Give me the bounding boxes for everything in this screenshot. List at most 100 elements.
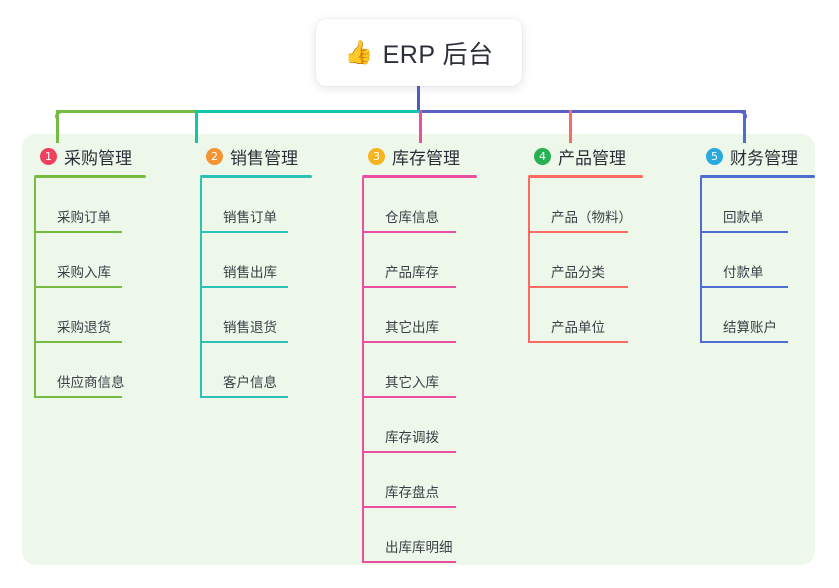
tree-item[interactable]: 库存调拨 — [362, 398, 522, 453]
tree-item[interactable]: 其它入库 — [362, 343, 522, 398]
connector-drop-5 — [743, 110, 746, 143]
connector-bar-segment-1 — [56, 110, 195, 113]
column-badge-number-icon: 5 — [706, 147, 723, 165]
column-title: 采购管理 — [64, 148, 132, 168]
tree-item-label: 库存调拨 — [385, 430, 439, 446]
tree-item-underline — [200, 231, 288, 233]
column-badge-number-icon: 1 — [40, 147, 57, 165]
tree-item-label: 回款单 — [723, 210, 764, 226]
connector-bar-segment-2 — [195, 110, 419, 113]
tree-item-underline — [362, 561, 456, 563]
tree-item-underline — [362, 396, 456, 398]
tree-item-underline — [200, 341, 288, 343]
connector-drop-2 — [195, 110, 198, 143]
tree-item-underline — [362, 231, 456, 233]
tree-item-label: 仓库信息 — [385, 210, 439, 226]
column-items: 回款单付款单结算账户 — [700, 178, 820, 343]
tree-item-underline — [200, 396, 288, 398]
tree-item[interactable]: 采购入库 — [34, 233, 184, 288]
tree-item-underline — [362, 286, 456, 288]
column-underline — [528, 175, 643, 178]
diagram-background-panel — [22, 134, 815, 565]
column-badge-number-icon: 2 — [206, 147, 223, 165]
tree-item[interactable]: 结算账户 — [700, 288, 820, 343]
root-node-label-wrap: 👍 ERP 后台 — [344, 35, 493, 71]
tree-item[interactable]: 产品分类 — [528, 233, 693, 288]
tree-item-underline — [200, 286, 288, 288]
tree-item[interactable]: 采购订单 — [34, 178, 184, 233]
tree-item-label: 采购订单 — [57, 210, 111, 226]
tree-item[interactable]: 仓库信息 — [362, 178, 522, 233]
tree-item[interactable]: 库存盘点 — [362, 453, 522, 508]
column-title: 销售管理 — [230, 148, 298, 168]
column-spine-line — [528, 178, 530, 343]
tree-item[interactable]: 客户信息 — [200, 343, 350, 398]
tree-item-underline — [34, 231, 122, 233]
column-spine-line — [362, 178, 364, 563]
column-header-1[interactable]: 1 采购管理 — [34, 143, 184, 169]
tree-item[interactable]: 销售订单 — [200, 178, 350, 233]
tree-item-underline — [528, 341, 628, 343]
tree-item-label: 采购入库 — [57, 265, 111, 281]
connector-drop-1 — [56, 110, 59, 143]
tree-item[interactable]: 产品库存 — [362, 233, 522, 288]
tree-item-underline — [34, 396, 122, 398]
column-header-2[interactable]: 2 销售管理 — [200, 143, 350, 169]
tree-item-label: 产品分类 — [551, 265, 605, 281]
tree-item-label: 库存盘点 — [385, 485, 439, 501]
tree-item-label: 产品库存 — [385, 265, 439, 281]
tree-item[interactable]: 采购退货 — [34, 288, 184, 343]
tree-item[interactable]: 产品单位 — [528, 288, 693, 343]
tree-item-label: 销售订单 — [223, 210, 277, 226]
connector-drop-3 — [419, 110, 422, 143]
tree-item-underline — [700, 231, 788, 233]
column-items: 产品（物料） 产品分类产品单位 — [528, 178, 693, 343]
tree-item[interactable]: 其它出库 — [362, 288, 522, 343]
tree-item[interactable]: 供应商信息 — [34, 343, 184, 398]
tree-item-underline — [362, 341, 456, 343]
column-title: 产品管理 — [558, 148, 626, 168]
tree-item[interactable]: 销售出库 — [200, 233, 350, 288]
column-items: 销售订单销售出库销售退货客户信息 — [200, 178, 350, 398]
root-node[interactable]: 👍 ERP 后台 — [316, 19, 522, 86]
tree-item-underline — [34, 341, 122, 343]
tree-item-label: 销售出库 — [223, 265, 277, 281]
tree-item-underline — [700, 286, 788, 288]
column-underline — [200, 175, 312, 178]
tree-item[interactable]: 销售退货 — [200, 288, 350, 343]
connector-bar-segment-3 — [419, 110, 746, 113]
tree-item-label: 出库库明细 — [385, 540, 453, 556]
column-badge-number-icon: 3 — [368, 147, 385, 165]
tree-item-underline — [528, 286, 628, 288]
tree-item-label: 产品单位 — [551, 320, 605, 336]
column-spine-line — [34, 178, 36, 398]
tree-item-label: 产品（物料） — [551, 210, 632, 226]
tree-item[interactable]: 产品（物料） — [528, 178, 693, 233]
tree-item-label: 供应商信息 — [57, 375, 125, 391]
tree-item-label: 付款单 — [723, 265, 764, 281]
column-items: 采购订单采购入库采购退货供应商信息 — [34, 178, 184, 398]
column-spine-line — [200, 178, 202, 398]
tree-item-underline — [700, 341, 788, 343]
tree-item-label: 采购退货 — [57, 320, 111, 336]
connector-drop-4 — [569, 110, 572, 143]
root-stem-line — [417, 86, 420, 113]
column-underline — [362, 175, 477, 178]
tree-item[interactable]: 付款单 — [700, 233, 820, 288]
tree-item[interactable]: 回款单 — [700, 178, 820, 233]
tree-item-label: 其它入库 — [385, 375, 439, 391]
tree-item-underline — [362, 506, 456, 508]
column-1: 1 采购管理采购订单采购入库采购退货供应商信息 — [34, 143, 184, 398]
tree-item-underline — [34, 286, 122, 288]
tree-item-underline — [528, 231, 628, 233]
tree-item[interactable]: 出库库明细 — [362, 508, 522, 563]
thumbs-up-icon: 👍 — [344, 39, 374, 65]
tree-item-label: 其它出库 — [385, 320, 439, 336]
tree-item-underline — [362, 451, 456, 453]
